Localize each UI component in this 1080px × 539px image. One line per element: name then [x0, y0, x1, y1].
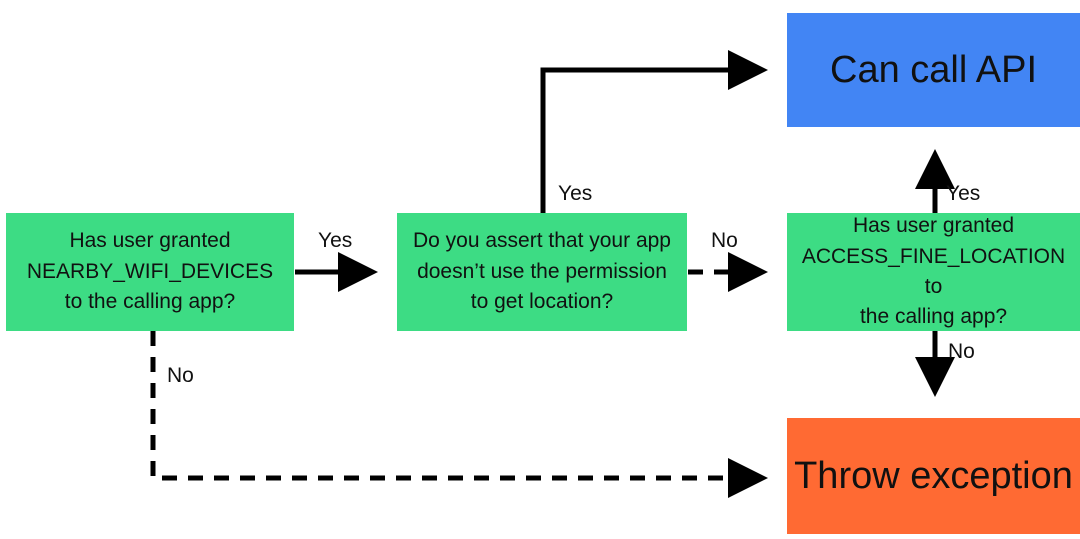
edge-label-nearby-no: No [167, 364, 194, 387]
decision-fine-line-1: Has user granted [852, 214, 1015, 238]
decision-nearby-line-3: to the calling app? [64, 290, 236, 314]
edge-label-fine-yes: Yes [946, 182, 981, 205]
decision-assert-no-location: Do you assert that your app doesn’t use … [397, 213, 687, 331]
decision-fine-line-3: the calling app? [859, 305, 1008, 329]
edge-label-assert-yes: Yes [558, 182, 593, 205]
decision-fine-line-2: ACCESS_FINE_LOCATION to [801, 244, 1066, 298]
edge-label-assert-no: No [711, 229, 738, 252]
arrow-assert-yes [540, 50, 768, 213]
decision-nearby-wifi-devices: Has user granted NEARBY_WIFI_DEVICES to … [6, 213, 294, 331]
result-can-call-api: Can call API [787, 13, 1080, 127]
result-can-call-api-label: Can call API [830, 48, 1037, 91]
decision-assert-line-2: doesn’t use the permission [417, 259, 667, 283]
decision-nearby-line-2: NEARBY_WIFI_DEVICES [26, 259, 274, 283]
result-throw-exception-label: Throw exception [794, 454, 1073, 497]
result-throw-exception: Throw exception [787, 418, 1080, 534]
decision-assert-line-3: to get location? [470, 290, 614, 314]
decision-assert-line-1: Do you assert that your app [413, 229, 671, 253]
decision-nearby-line-1: Has user granted [69, 229, 231, 253]
arrow-nearby-no [150, 331, 768, 498]
edge-label-fine-no: No [948, 340, 975, 363]
decision-access-fine-location: Has user granted ACCESS_FINE_LOCATION to… [787, 213, 1080, 331]
edge-label-nearby-yes: Yes [318, 229, 353, 252]
